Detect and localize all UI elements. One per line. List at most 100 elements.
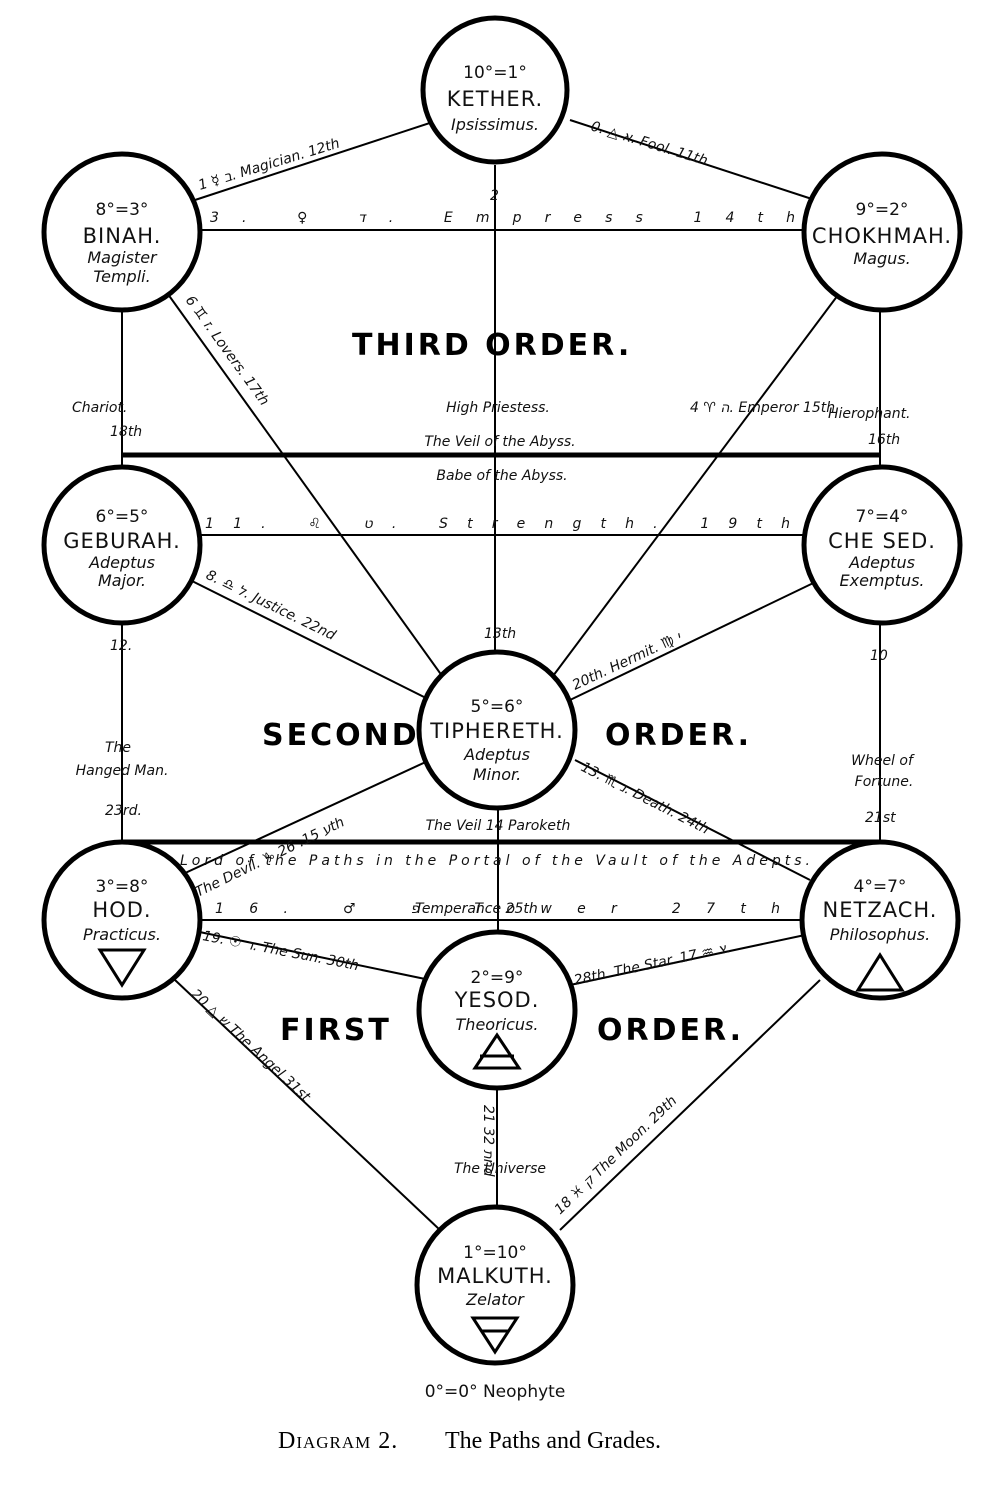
binah-grade: 8°=3°	[96, 200, 149, 220]
universe-number: 21 ת 32nd	[480, 1105, 496, 1177]
malkuth-grade: 1°=10°	[463, 1243, 527, 1263]
path-11-label: 0. △ א. Fool. 11th	[589, 119, 710, 170]
neophyte-label: 0°=0° Neophyte	[425, 1382, 566, 1402]
path-24-label: 13. ♏ נ. Death. 24th	[578, 759, 711, 838]
path-line-22	[189, 579, 431, 701]
kether-name: KETHER.	[447, 87, 543, 111]
universe-label: The Universe	[454, 1161, 546, 1177]
second-order-left-label: SECOND	[262, 718, 420, 753]
first-order-left-label: FIRST	[280, 1013, 392, 1048]
wheel-label-1: Wheel of	[851, 753, 915, 769]
fire-triangle-icon	[855, 952, 905, 992]
path-line-17	[164, 289, 446, 681]
path-line-31	[174, 979, 441, 1231]
path-29-label: 18 ♓ ק The Moon. 29th	[552, 1093, 681, 1218]
hod-grade: 3°=8°	[96, 877, 149, 897]
lord-of-paths-label: Lord of the Paths in the Portal of the V…	[180, 853, 810, 869]
geburah-title-1: Adeptus	[88, 553, 155, 572]
tiphereth-grade: 5°=6°	[471, 697, 524, 717]
yesod-name: YESOD.	[454, 988, 540, 1012]
hanged-man-label-2: Hanged Man.	[76, 763, 169, 779]
geburah-title-2: Major.	[98, 571, 146, 590]
binah-circle	[41, 151, 203, 313]
path-13-label: High Priestess.	[446, 400, 550, 416]
wheel-label-2: Fortune.	[855, 774, 914, 790]
third-order-label: THIRD ORDER.	[352, 328, 632, 363]
air-triangle-icon	[472, 1032, 522, 1070]
path-20-label: 20th. Hermit. ♍ י	[570, 629, 685, 694]
tiphereth-name: TIPHERETH.	[429, 719, 564, 743]
path-line-24	[574, 759, 811, 881]
path-line-15	[549, 294, 839, 681]
caption-diagram-number: Diagram 2.	[278, 1428, 398, 1454]
chokhmah-grade: 9°=2°	[856, 200, 909, 220]
path-25-label: Temperance 25th	[415, 901, 538, 917]
path-13-number: 2	[490, 188, 499, 204]
chokhmah-circle	[801, 151, 963, 313]
geburah-circle	[41, 464, 203, 626]
kether-circle	[420, 15, 570, 165]
netzach-name: NETZACH.	[823, 898, 938, 922]
chesed-title-1: Adeptus	[848, 553, 915, 572]
hierophant-number: 16th	[868, 432, 900, 448]
yesod-grade: 2°=9°	[471, 968, 524, 988]
path-line-28	[569, 934, 806, 986]
hod-circle	[41, 839, 203, 1001]
path-30-label: 19. ☉ ר. The Sun. 30th	[201, 928, 360, 974]
veil-of-abyss-label: The Veil of the Abyss.	[424, 434, 575, 450]
water-triangle-icon	[97, 948, 147, 988]
tiphereth-title-1: Adeptus	[463, 745, 530, 764]
path-19-label: 11. ♌ ט. Strength. 19th	[205, 516, 790, 532]
second-order-right-label: ORDER.	[605, 718, 752, 753]
binah-name: BINAH.	[83, 224, 162, 248]
path-12-label: 1 ☿ ב. Magician. 12th	[196, 136, 341, 194]
yesod-title: Theoricus.	[456, 1015, 539, 1034]
path-line-30	[189, 929, 431, 981]
path-line-12	[194, 117, 446, 201]
malkuth-name: MALKUTH.	[437, 1264, 553, 1288]
chesed-grade: 7°=4°	[856, 507, 909, 527]
path-17-label: 6 ♊ ז. Lovers. 17th	[182, 293, 272, 409]
malkuth-circle	[414, 1204, 576, 1366]
chariot-number: 18th	[110, 424, 142, 440]
geburah-grade: 6°=5°	[96, 507, 149, 527]
kether-grade: 10°=1°	[463, 63, 527, 83]
chokhmah-title: Magus.	[853, 249, 910, 268]
geburah-name: GEBURAH.	[63, 529, 181, 553]
hanged-man-label-1: The	[105, 740, 131, 756]
path-14-label: 3. ♀ ד. Empress 14th	[210, 210, 795, 226]
chokhmah-name: CHOKHMAH.	[812, 224, 952, 248]
binah-title-2: Templi.	[93, 267, 150, 286]
netzach-title: Philosophus.	[830, 925, 930, 944]
earth-triangle-icon	[470, 1316, 520, 1355]
chesed-circle	[801, 464, 963, 626]
path-22-label: 8. ♎ ל. Justice. 22nd	[203, 567, 338, 644]
path-23-label: 23rd.	[105, 803, 142, 819]
first-order-right-label: ORDER.	[597, 1013, 744, 1048]
path-line-20	[569, 574, 831, 701]
veil-paroketh-label: The Veil 14 Paroketh	[426, 818, 571, 834]
kether-title: Ipsissimus.	[451, 115, 539, 134]
tiphereth-circle	[416, 649, 578, 811]
hod-title: Practicus.	[83, 925, 161, 944]
binah-title-1: Magister	[87, 248, 158, 267]
hod-name: HOD.	[92, 898, 151, 922]
yesod-circle	[416, 929, 578, 1091]
hierophant-label: Hierophant.	[828, 406, 911, 422]
path-28-label: 28th. The Star. צ ♒ 17.	[573, 940, 733, 989]
chariot-label: Chariot.	[72, 400, 127, 416]
sephiroth-circles	[41, 15, 963, 1366]
path-line-26	[169, 759, 431, 881]
path-line-29	[559, 979, 821, 1231]
chesed-name: CHE SED.	[828, 529, 936, 553]
path-21-label: 21st	[865, 810, 896, 826]
caption-title: The Paths and Grades.	[445, 1428, 661, 1454]
malkuth-title: Zelator	[465, 1290, 525, 1309]
path-21-number: 10	[870, 648, 888, 664]
tiphereth-title-2: Minor.	[473, 765, 521, 784]
netzach-grade: 4°=7°	[854, 877, 907, 897]
path-13-lower-number: 13th	[484, 626, 516, 642]
path-23-number: 12.	[110, 638, 132, 654]
